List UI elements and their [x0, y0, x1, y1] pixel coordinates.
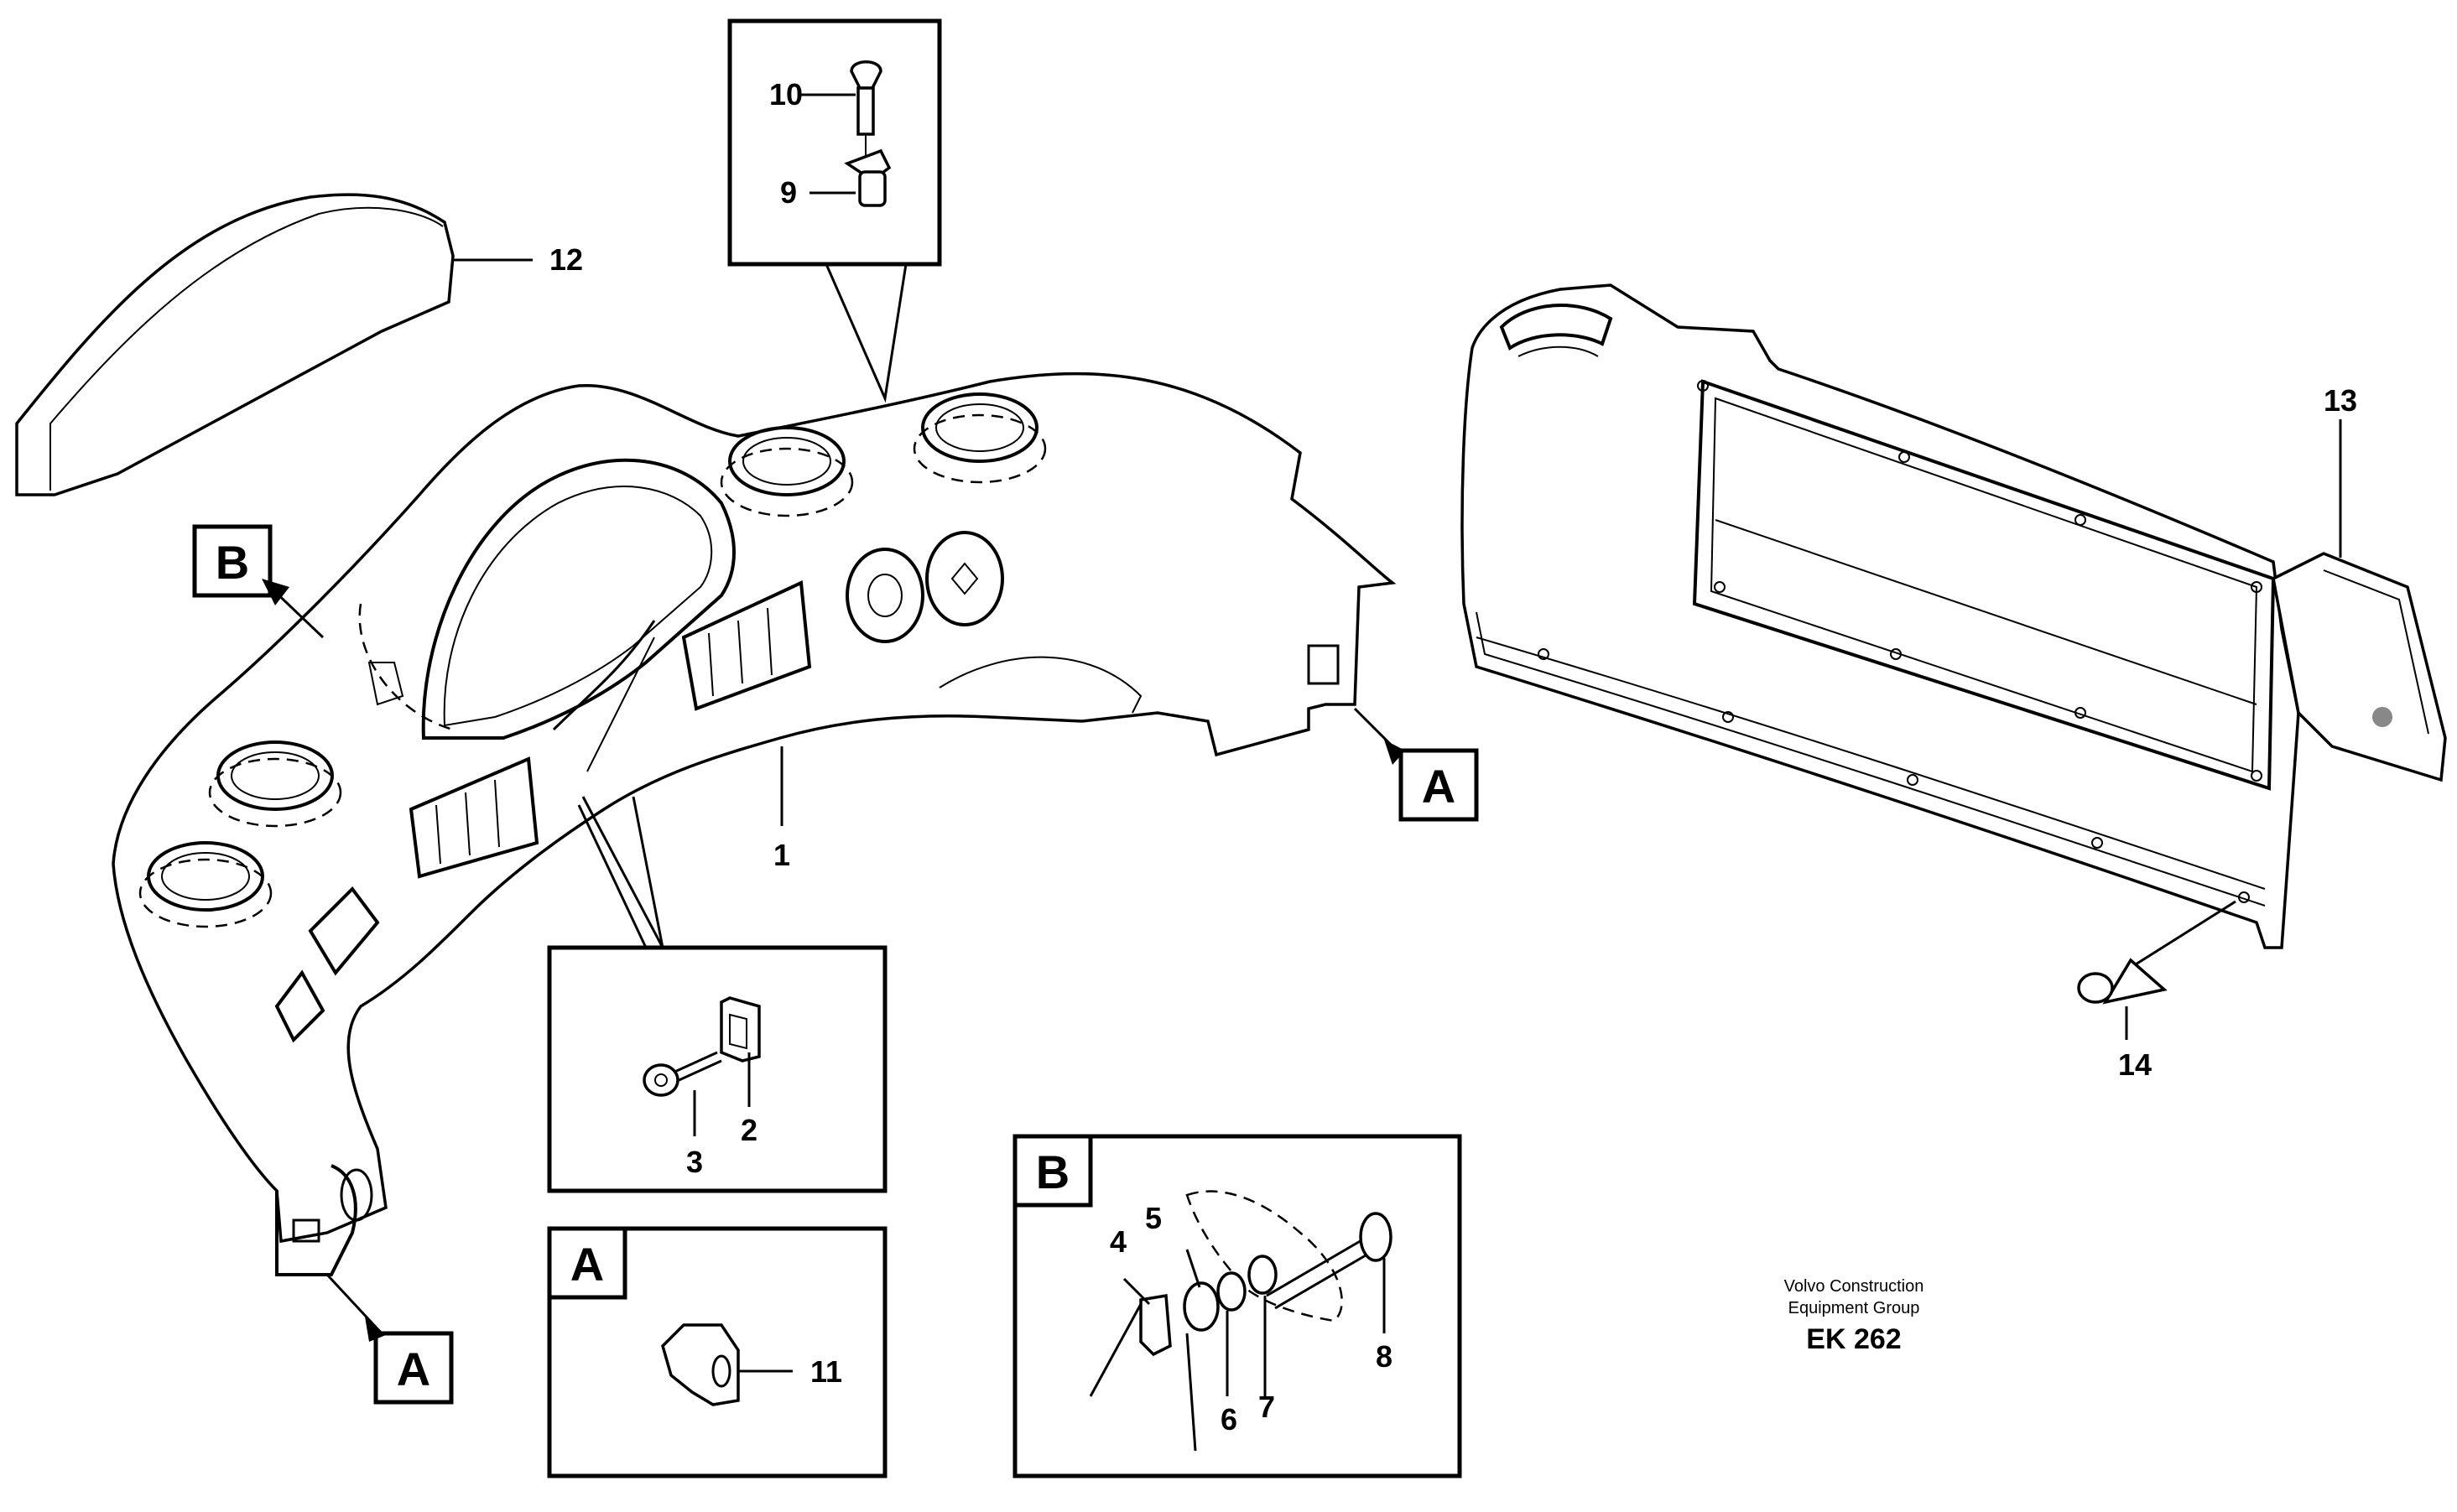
callout-1: 1: [773, 838, 790, 872]
callout-10: 10: [769, 77, 803, 112]
tag-B-main-label: B: [216, 536, 249, 589]
callout-3: 3: [686, 1145, 703, 1179]
tag-B-main: B: [192, 524, 325, 639]
callout-5: 5: [1145, 1201, 1162, 1235]
callout-2: 2: [741, 1113, 757, 1147]
footer: Volvo Construction Equipment Group EK 26…: [1784, 1277, 1924, 1355]
tag-A-left: A: [325, 1273, 454, 1405]
footer-code: EK 262: [1806, 1323, 1901, 1355]
tag-B-detail-label: B: [1036, 1146, 1070, 1198]
footer-line-2: Equipment Group: [1788, 1299, 1920, 1317]
callout-8: 8: [1376, 1339, 1392, 1374]
tag-A-detail-label: A: [570, 1238, 604, 1291]
callout-11: 11: [810, 1354, 842, 1389]
detail-box-2-3: [547, 796, 888, 1193]
callout-6: 6: [1221, 1402, 1237, 1437]
tag-A-left-label: A: [397, 1343, 430, 1395]
tag-B-detail: B: [1012, 1134, 1093, 1208]
part-13-panel: [1460, 283, 2447, 949]
callout-7: 7: [1258, 1390, 1275, 1424]
tag-A-right: A: [1353, 707, 1479, 822]
callout-9: 9: [780, 175, 797, 210]
footer-line-1: Volvo Construction: [1784, 1277, 1924, 1296]
callouts: 1 2 3 4 5 6 7 8 9 10 11 12 13 14: [549, 77, 2357, 1437]
callout-14: 14: [2118, 1047, 2152, 1082]
tag-A-right-label: A: [1422, 760, 1455, 813]
part-12-cover: [15, 193, 533, 496]
callout-4: 4: [1110, 1224, 1127, 1259]
detail-box-9-10: [727, 18, 942, 403]
tag-A-detail: A: [547, 1226, 627, 1300]
part-1-dashboard: [112, 372, 1397, 1276]
callout-12: 12: [549, 242, 583, 277]
callout-13: 13: [2324, 383, 2357, 418]
part-14-bolt: [2077, 900, 2236, 1040]
